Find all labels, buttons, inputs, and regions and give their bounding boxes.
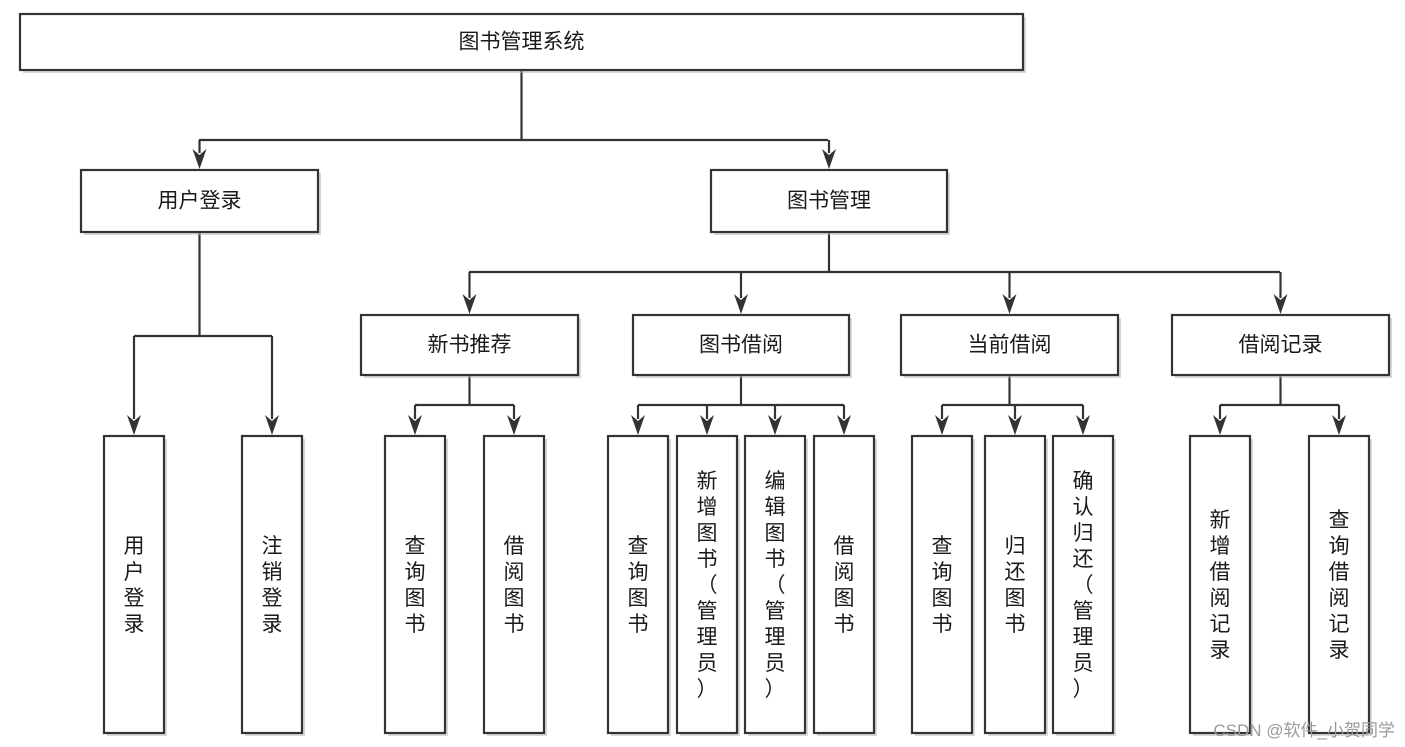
node-label: 新书推荐 <box>428 334 512 357</box>
node-label: 确认归还（管理员） <box>1073 470 1094 701</box>
node-book-manage[interactable]: 图书管理 <box>709 168 950 235</box>
node-leaf-add-record[interactable]: 新增借阅记录 <box>1188 434 1253 736</box>
node-leaf-query-book-3[interactable]: 查询图书 <box>910 434 975 736</box>
node-label: 查询图书 <box>628 535 649 636</box>
node-label: 新增图书（管理员） <box>697 470 718 701</box>
node-new-book-recommend[interactable]: 新书推荐 <box>359 313 581 378</box>
connector-record-to-leaves <box>1213 375 1346 435</box>
node-leaf-add-book[interactable]: 新增图书（管理员） <box>675 434 740 736</box>
node-leaf-edit-book[interactable]: 编辑图书（管理员） <box>743 434 808 736</box>
node-label: 编辑图书（管理员） <box>765 470 786 701</box>
node-leaf-borrow-book-2[interactable]: 借阅图书 <box>812 434 877 736</box>
node-leaf-confirm-return[interactable]: 确认归还（管理员） <box>1051 434 1116 736</box>
node-leaf-query-record[interactable]: 查询借阅记录 <box>1307 434 1372 736</box>
connector-current-to-leaves <box>935 375 1090 435</box>
node-leaf-user-login[interactable]: 用户登录 <box>102 434 167 736</box>
node-label: 图书借阅 <box>699 334 783 357</box>
node-label: 借阅记录 <box>1239 334 1323 357</box>
connector-book-manage-to-level3 <box>462 232 1288 314</box>
node-label: 归还图书 <box>1005 535 1026 636</box>
node-current-borrow[interactable]: 当前借阅 <box>899 313 1121 378</box>
node-label: 查询借阅记录 <box>1329 509 1350 662</box>
node-leaf-borrow-book-1[interactable]: 借阅图书 <box>482 434 547 736</box>
connector-user-login-to-leaves <box>127 232 279 435</box>
connector-edges <box>127 70 1346 435</box>
node-book-borrow[interactable]: 图书借阅 <box>631 313 852 378</box>
connector-recommend-to-leaves <box>408 375 521 435</box>
node-label: 图书管理系统 <box>459 31 585 54</box>
node-label: 借阅图书 <box>504 535 525 636</box>
node-user-login[interactable]: 用户登录 <box>79 168 321 235</box>
node-label: 图书管理 <box>787 190 871 213</box>
node-borrow-record[interactable]: 借阅记录 <box>1170 313 1392 378</box>
node-label: 借阅图书 <box>834 535 855 636</box>
node-label: 查询图书 <box>405 535 426 636</box>
node-leaf-query-book-1[interactable]: 查询图书 <box>383 434 448 736</box>
node-label: 用户登录 <box>124 535 145 636</box>
connector-root-to-level2 <box>192 70 836 169</box>
node-label: 查询图书 <box>932 535 953 636</box>
node-label: 新增借阅记录 <box>1210 509 1231 662</box>
node-leaf-user-logout[interactable]: 注销登录 <box>240 434 305 736</box>
node-root[interactable]: 图书管理系统 <box>18 12 1026 73</box>
diagram-nodes: 图书管理系统用户登录图书管理新书推荐图书借阅当前借阅借阅记录用户登录注销登录查询… <box>18 12 1392 736</box>
connector-borrow-to-leaves <box>631 375 851 435</box>
node-label: 当前借阅 <box>968 334 1052 357</box>
node-label: 用户登录 <box>158 190 242 213</box>
node-label: 注销登录 <box>262 535 283 636</box>
node-leaf-return-book[interactable]: 归还图书 <box>983 434 1048 736</box>
node-leaf-query-book-2[interactable]: 查询图书 <box>606 434 671 736</box>
